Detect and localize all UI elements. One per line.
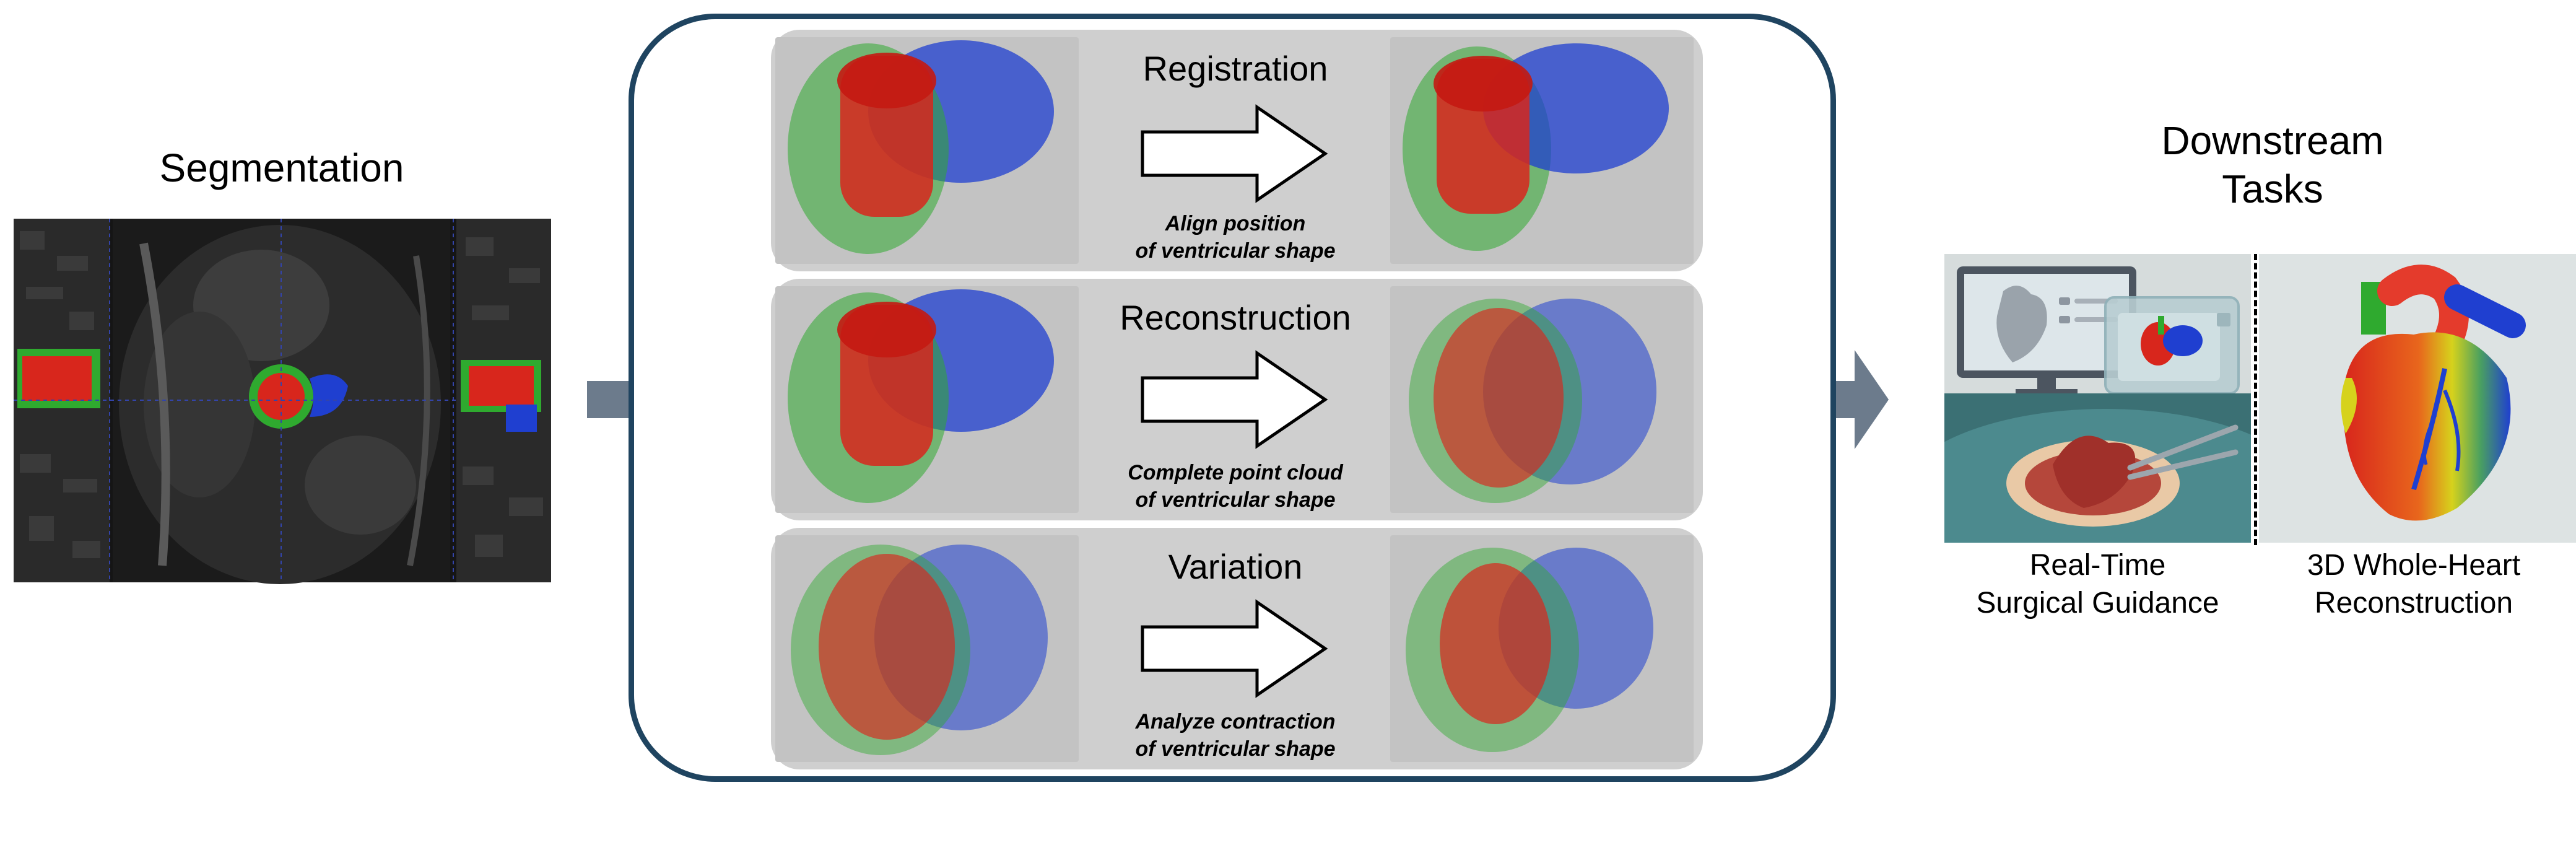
reconstruction-label: Reconstruction xyxy=(1120,298,1351,337)
point-cloud-partial xyxy=(788,289,1054,503)
registration-row: Registration Align position of ventricul… xyxy=(771,30,1703,271)
heart-reconstruction-caption-line1: 3D Whole-Heart xyxy=(2307,549,2521,582)
heart-reconstruction-caption-line2: Reconstruction xyxy=(2314,586,2513,620)
surgical-guidance-caption: Real-Time Surgical Guidance xyxy=(1944,547,2251,623)
point-cloud-output xyxy=(1403,43,1669,251)
point-cloud-phase-b xyxy=(1406,548,1653,752)
variation-note: Analyze contraction of ventricular shape xyxy=(1093,709,1378,763)
mri-segmentation-image xyxy=(14,219,551,584)
reconstruction-output-shape xyxy=(1390,286,1694,513)
registration-input-shape xyxy=(775,37,1079,264)
reconstruction-input-shape xyxy=(775,286,1079,513)
heart-reconstruction-caption: 3D Whole-Heart Reconstruction xyxy=(2259,547,2569,623)
reconstruction-note-line2: of ventricular shape xyxy=(1135,488,1336,512)
point-cloud-phase-a xyxy=(791,545,1048,755)
registration-arrow-icon xyxy=(1141,104,1328,203)
segmentation-title: Segmentation xyxy=(159,146,404,190)
point-cloud-complete xyxy=(1409,299,1656,503)
registration-note-line1: Align position xyxy=(1165,212,1306,235)
registration-output-shape xyxy=(1390,37,1694,264)
variation-note-line1: Analyze contraction xyxy=(1135,710,1336,733)
variation-input-shape xyxy=(775,535,1079,762)
registration-note: Align position of ventricular shape xyxy=(1093,211,1378,265)
registration-note-line2: of ventricular shape xyxy=(1135,239,1336,263)
variation-output-shape xyxy=(1390,535,1694,762)
downstream-title: Downstream Tasks xyxy=(2087,116,2458,213)
surgical-guidance-illustration xyxy=(1944,254,2251,543)
variation-label: Variation xyxy=(1168,547,1303,586)
surgical-guidance-caption-line2: Surgical Guidance xyxy=(1976,586,2219,620)
registration-label: Registration xyxy=(1142,49,1328,88)
reconstruction-arrow-icon xyxy=(1141,350,1328,449)
reconstruction-note-line1: Complete point cloud xyxy=(1128,461,1343,484)
downstream-title-line2: Tasks xyxy=(2222,167,2323,212)
point-cloud-input xyxy=(788,40,1054,254)
reconstruction-row: Reconstruction Complete point cloud of v… xyxy=(771,279,1703,520)
variation-note-line2: of ventricular shape xyxy=(1135,737,1336,761)
variation-row: Variation Analyze contraction of ventric… xyxy=(771,528,1703,769)
heart-model-illustration xyxy=(2259,254,2576,543)
downstream-title-line1: Downstream xyxy=(2161,118,2384,163)
variation-arrow-icon xyxy=(1141,599,1328,698)
task-divider xyxy=(2254,254,2257,545)
surgical-guidance-caption-line1: Real-Time xyxy=(2029,549,2166,582)
reconstruction-note: Complete point cloud of ventricular shap… xyxy=(1081,460,1390,514)
